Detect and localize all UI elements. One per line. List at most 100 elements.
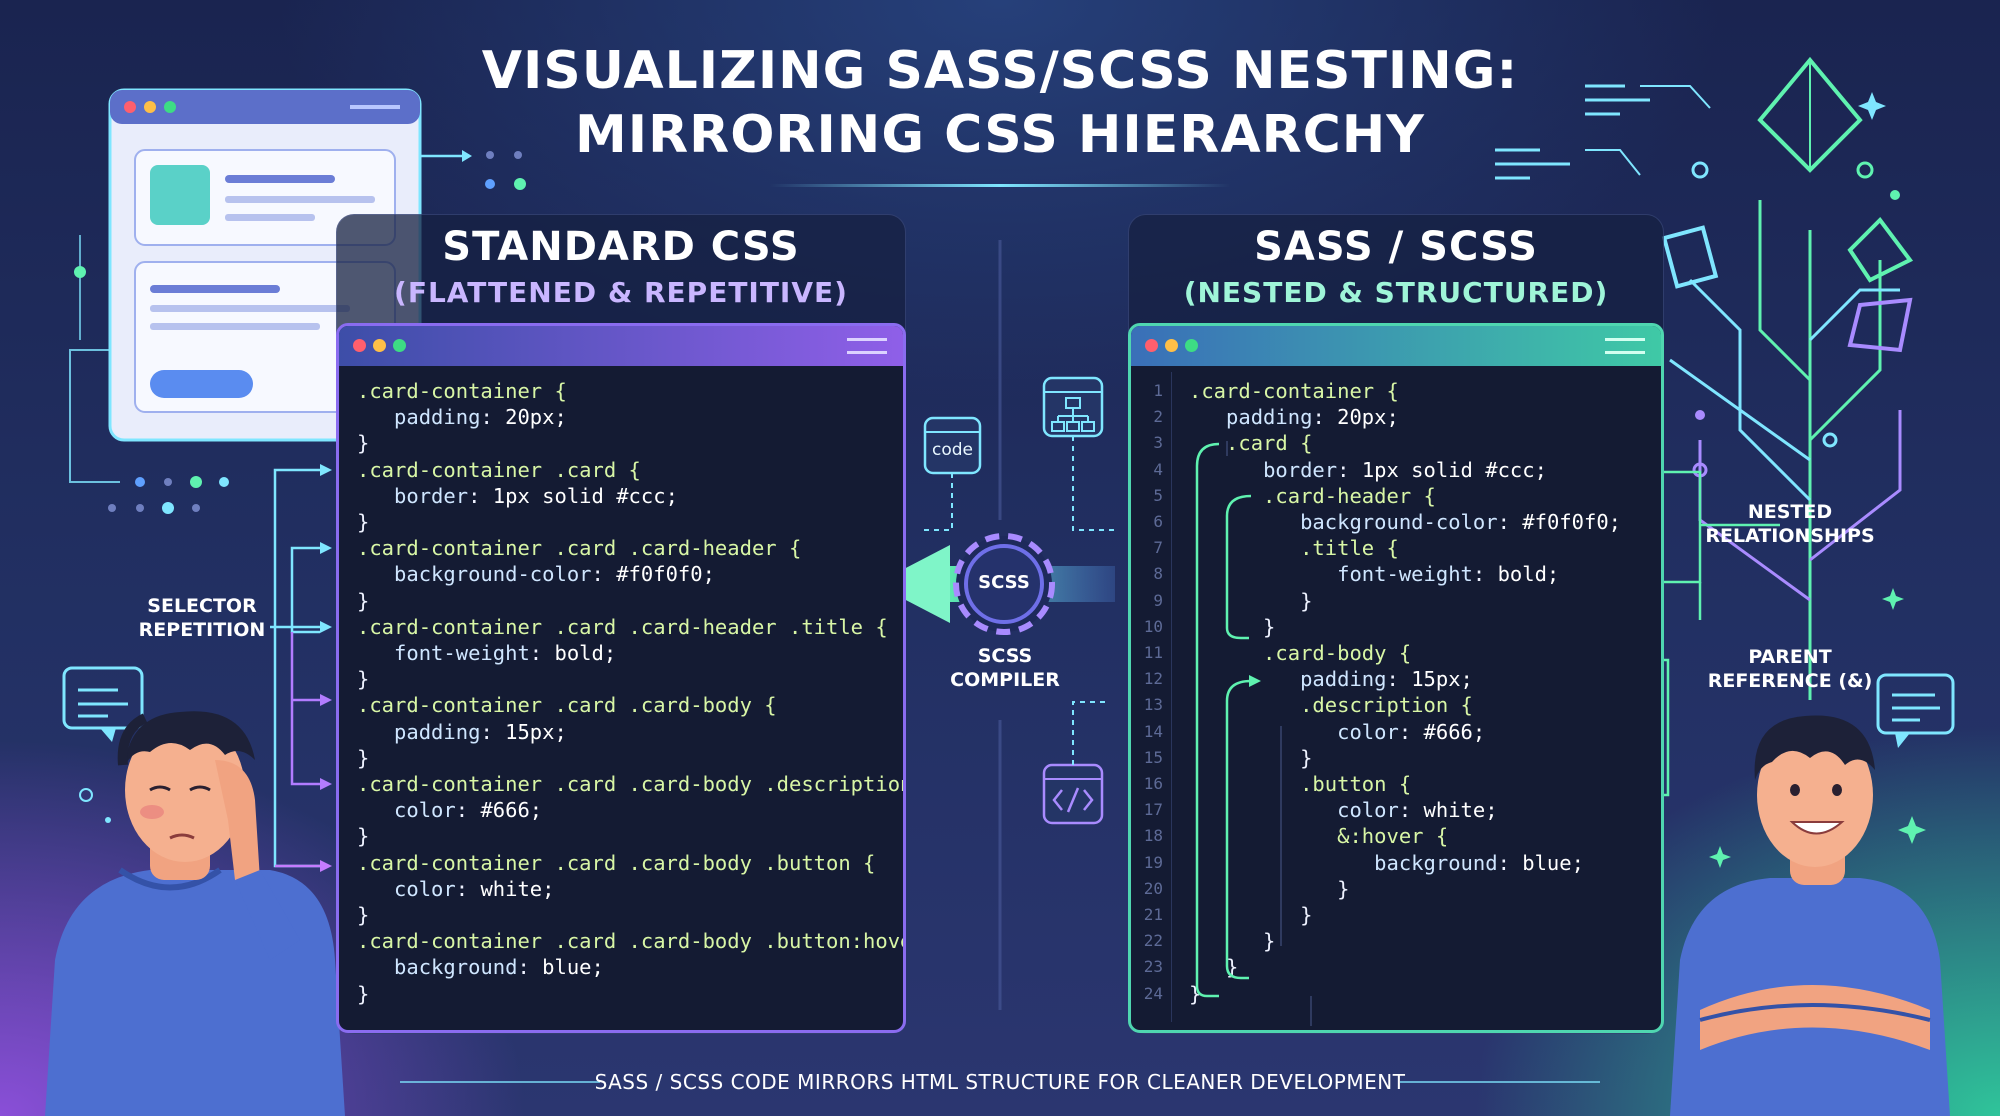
scss-code-line: &:hover { <box>1189 824 1449 849</box>
scss-code-line: font-weight: bold; <box>1337 562 1560 587</box>
right-header-lines <box>1495 84 1650 180</box>
line-number: 9 <box>1153 590 1163 610</box>
sass-scss-subheading: (NESTED & STRUCTURED) <box>1183 276 1609 309</box>
scss-code-line: color: #666; <box>1337 719 1486 744</box>
scss-code-line: } <box>1189 929 1276 954</box>
maximize-dot[interactable] <box>1185 339 1198 352</box>
line-number: 3 <box>1153 433 1163 453</box>
line-number: 15 <box>1143 747 1163 767</box>
scss-code-line: } <box>1189 588 1313 613</box>
menu-icon[interactable] <box>847 338 887 354</box>
minimize-dot[interactable] <box>1165 339 1178 352</box>
line-number: 10 <box>1143 616 1163 636</box>
line-number: 5 <box>1153 485 1163 505</box>
code-brackets-icon <box>1042 763 1104 825</box>
css-code-line: background-color: #f0f0f0; <box>394 562 715 587</box>
css-code-line: } <box>357 510 370 535</box>
css-code-line: .card-container { <box>357 379 567 403</box>
line-number: 14 <box>1143 721 1163 741</box>
line-number: 20 <box>1143 878 1163 898</box>
scss-code-line: color: white; <box>1337 798 1498 823</box>
line-number: 1 <box>1153 381 1163 400</box>
sass-scss-heading: SASS / SCSS <box>1254 224 1538 270</box>
code-badge-label: code <box>932 440 973 460</box>
line-number: 7 <box>1153 538 1163 558</box>
css-code-line: } <box>357 588 370 613</box>
gutter-divider <box>1171 372 1172 1022</box>
menu-icon[interactable] <box>1605 338 1645 354</box>
scss-gear-icon <box>953 533 1055 635</box>
sass-scss-window-titlebar <box>1131 326 1661 366</box>
sass-scss-heading-block: SASS / SCSS (NESTED & STRUCTURED) <box>1128 224 1664 309</box>
standard-css-heading: STANDARD CSS <box>442 224 800 270</box>
maximize-dot[interactable] <box>393 339 406 352</box>
line-number: 12 <box>1143 669 1163 689</box>
line-number: 24 <box>1143 983 1163 1003</box>
standard-css-code-window: .card-container { padding: 20px;}.card-c… <box>336 323 906 1033</box>
gear-label: SCSS <box>978 572 1030 593</box>
css-code-line: } <box>357 981 370 1006</box>
line-number: 8 <box>1153 564 1163 584</box>
line-number: 6 <box>1153 512 1163 532</box>
line-number: 18 <box>1143 826 1163 846</box>
scss-code-line: border: 1px solid #ccc; <box>1263 457 1547 482</box>
line-number: 13 <box>1143 695 1163 715</box>
standard-css-heading-block: STANDARD CSS (FLATTENED & REPETITIVE) <box>336 224 906 309</box>
line-number: 17 <box>1143 800 1163 820</box>
standard-css-code: .card-container { padding: 20px;}.card-c… <box>357 378 906 1007</box>
scss-code-line: .card-header { <box>1189 483 1436 508</box>
css-code-line: color: white; <box>394 876 555 901</box>
css-code-line: } <box>357 903 370 928</box>
happy-developer-illustration <box>1670 715 1950 1116</box>
line-number: 11 <box>1143 643 1163 663</box>
selector-repetition-arrows <box>270 468 320 868</box>
line-number: 19 <box>1143 852 1163 872</box>
scss-code-line: .card-container { <box>1189 379 1399 403</box>
scss-code-line: .card-body { <box>1189 641 1412 666</box>
title-line-2: MIRRORING CSS HIERARCHY <box>575 105 1425 165</box>
css-code-line: .card-container .card .card-body { <box>357 693 777 718</box>
title-line-1: VISUALIZING SASS/SCSS NESTING: <box>481 41 1519 101</box>
standard-css-window-titlebar <box>339 326 903 366</box>
css-code-line: } <box>357 431 370 456</box>
footer-caption: SASS / SCSS CODE MIRRORS HTML STRUCTURE … <box>594 1070 1406 1094</box>
scss-code-line: .description { <box>1189 693 1473 718</box>
close-dot[interactable] <box>353 339 366 352</box>
scss-code-line: .title { <box>1189 536 1399 561</box>
line-number: 4 <box>1153 459 1163 479</box>
standard-css-subheading: (FLATTENED & REPETITIVE) <box>394 276 848 309</box>
tree-network-decoration <box>1669 200 1902 700</box>
css-code-line: .card-container .card .card-body .button… <box>357 850 876 875</box>
css-code-line: .card-container .card .card-body .button… <box>357 929 906 954</box>
scss-code-line: } <box>1189 745 1313 770</box>
scss-code-line: .button { <box>1189 772 1412 797</box>
css-code-line: .card-container .card .card-body .descri… <box>357 772 906 797</box>
scss-compiler-label: SCSS COMPILER <box>950 645 1060 691</box>
line-number: 23 <box>1143 957 1163 977</box>
line-number: 21 <box>1143 905 1163 925</box>
sass-scss-code: .card-container { padding: 20px; .card {… <box>1189 378 1621 1007</box>
title-divider <box>770 184 1230 187</box>
scss-code-line: background: blue; <box>1374 850 1584 875</box>
minimize-dot[interactable] <box>373 339 386 352</box>
css-code-line: .card-container .card .card-header { <box>357 536 802 561</box>
scss-code-line: background-color: #f0f0f0; <box>1300 510 1622 535</box>
nesting-guides <box>1195 441 1312 1026</box>
css-code-line: color: #666; <box>394 798 543 823</box>
chat-bubble-icon-right <box>1876 673 1955 748</box>
line-number: 2 <box>1153 407 1163 427</box>
scss-code-line: padding: 15px; <box>1300 667 1473 692</box>
css-code-line: } <box>357 745 370 770</box>
css-code-line: padding: 15px; <box>394 719 567 744</box>
chat-bubble-icon-left <box>62 666 144 742</box>
scss-code-line: .card { <box>1189 431 1313 456</box>
css-code-line: background: blue; <box>394 955 604 980</box>
css-code-line: } <box>357 667 370 692</box>
line-number: 16 <box>1143 774 1163 794</box>
scss-code-line: } <box>1189 903 1313 928</box>
css-code-line: .card-container .card { <box>357 457 641 482</box>
close-dot[interactable] <box>1145 339 1158 352</box>
scss-code-line: } <box>1189 876 1350 901</box>
